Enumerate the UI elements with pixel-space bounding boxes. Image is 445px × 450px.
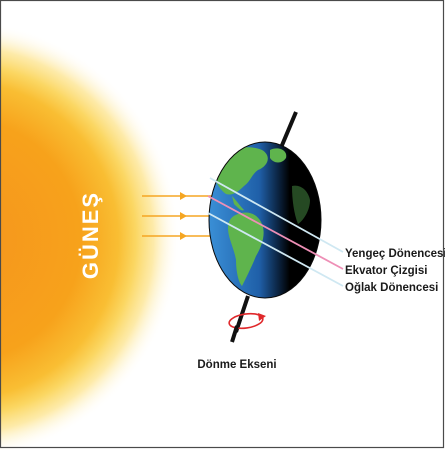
- equator-label: Ekvator Çizgisi: [345, 265, 427, 277]
- tropic-of-cancer-line: [209, 177, 344, 253]
- tropic-of-capricorn-line: [207, 212, 344, 287]
- rotation-arrow-icon: [228, 312, 266, 343]
- equator-line: [207, 195, 344, 270]
- ray-arrowhead-icon: [180, 232, 187, 240]
- sun-glow: [0, 18, 185, 450]
- continent-south-america: [228, 212, 264, 286]
- tropic-of-cancer-label: Yengeç Dönencesi: [345, 248, 445, 260]
- continent-greenland: [270, 148, 287, 163]
- earth: [208, 141, 322, 299]
- continent-central-america: [232, 196, 244, 211]
- sun-label: GÜNEŞ: [78, 191, 103, 279]
- latitude-lines: [207, 177, 344, 287]
- ray-arrowhead-icon: [180, 192, 187, 200]
- rotation-axis-top: [278, 111, 298, 151]
- rotation-axis-label: Dönme Ekseni: [197, 359, 276, 371]
- ray-arrowhead-icon: [180, 212, 187, 220]
- tropic-of-capricorn-label: Oğlak Dönencesi: [345, 282, 438, 294]
- continent-africa: [292, 185, 310, 224]
